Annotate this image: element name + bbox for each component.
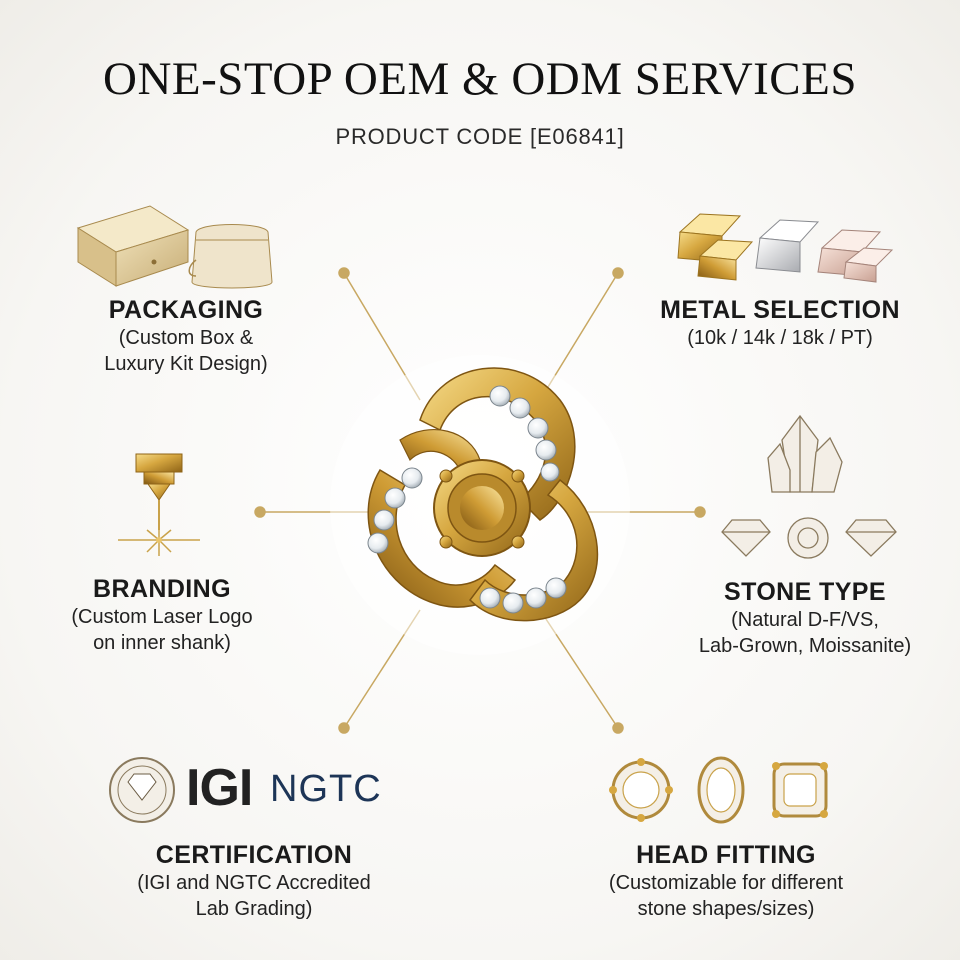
igi-seal-icon xyxy=(109,757,175,823)
certification-desc-line2: Lab Grading) xyxy=(195,898,313,920)
laser-engraver-icon xyxy=(118,453,200,556)
product-code: PRODUCT CODE [E06841] xyxy=(335,124,625,149)
stone-section: STONE TYPE (Natural D-F/VS, Lab-Grown, M… xyxy=(662,578,948,659)
stone-heading: STONE TYPE xyxy=(724,578,886,606)
crystal-gems-icon xyxy=(721,414,897,559)
packaging-heading: PACKAGING xyxy=(108,296,264,324)
earring-jacket-image xyxy=(330,355,630,655)
stone-desc-line1: (Natural D-F/VS, xyxy=(731,609,879,631)
branding-desc-line1: (Custom Laser Logo xyxy=(71,606,253,628)
metal-desc: (10k / 14k / 18k / PT) xyxy=(687,327,873,349)
igi-logo: IGI xyxy=(186,759,253,817)
branding-section: BRANDING (Custom Laser Logo on inner sha… xyxy=(40,575,284,656)
ngtc-logo: NGTC xyxy=(270,768,382,810)
certification-heading: CERTIFICATION xyxy=(155,841,353,869)
head-fitting-desc-line2: stone shapes/sizes) xyxy=(637,898,815,920)
certification-desc-line1: (IGI and NGTC Accredited xyxy=(137,872,371,894)
head-fitting-section: HEAD FITTING (Customizable for different… xyxy=(556,841,896,922)
certification-logos: IGI NGTC xyxy=(110,752,410,832)
pouch-icon xyxy=(188,224,273,289)
gift-box-icon xyxy=(76,205,190,287)
branding-desc-line2: on inner shank) xyxy=(93,632,231,654)
head-fitting-desc-line1: (Customizable for different xyxy=(608,872,844,894)
metal-bars-icon xyxy=(677,213,894,283)
metal-section: METAL SELECTION (10k / 14k / 18k / PT) xyxy=(640,296,920,351)
packaging-desc-line1: (Custom Box & xyxy=(118,327,254,349)
page-title: ONE-STOP OEM & ODM SERVICES xyxy=(103,53,857,105)
metal-heading: METAL SELECTION xyxy=(660,296,900,324)
certification-section: CERTIFICATION (IGI and NGTC Accredited L… xyxy=(96,841,412,922)
packaging-desc-line2: Luxury Kit Design) xyxy=(104,353,268,375)
prong-settings-icon xyxy=(609,756,828,824)
stone-desc-line2: Lab-Grown, Moissanite) xyxy=(698,635,912,657)
branding-heading: BRANDING xyxy=(93,575,231,603)
head-fitting-heading: HEAD FITTING xyxy=(636,841,816,869)
packaging-section: PACKAGING (Custom Box & Luxury Kit Desig… xyxy=(70,296,302,377)
